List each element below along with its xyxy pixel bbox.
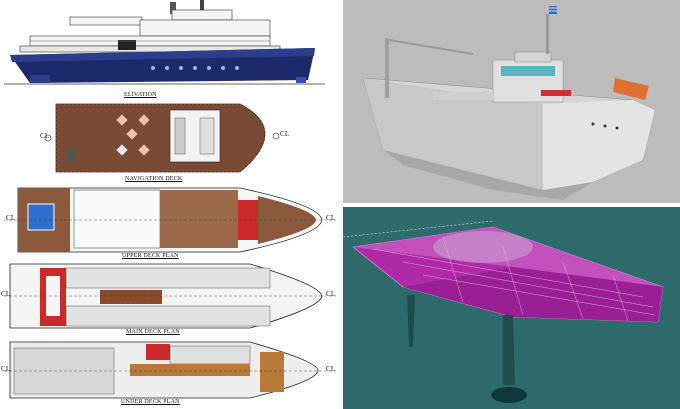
under-deck-label: UNDER DECK PLAN (121, 399, 180, 405)
under-deck-drawing (4, 341, 336, 399)
navigation-deck-drawing (44, 103, 280, 173)
upper-deck-drawing (4, 187, 336, 253)
navigation-deck-label: NAVIGATION DECK (125, 176, 183, 182)
centerline-mark-main-right: CL (326, 290, 336, 298)
ship-render-svg (343, 0, 680, 203)
elevation-label: ELIVATION (124, 92, 157, 98)
centerline-mark-nav-right: CL (280, 130, 290, 138)
hull-cad-panel (343, 207, 680, 409)
centerline-mark-upper-right: CL (326, 214, 336, 222)
ship-render-panel (343, 0, 680, 203)
centerline-mark-main-left: CL (1, 290, 11, 298)
main-deck-drawing (4, 263, 336, 329)
ship-drawings-svg (4, 0, 336, 399)
elevation-drawing (4, 0, 325, 85)
centerline-mark-under-left: CL (1, 365, 11, 373)
hull-cad-svg (343, 207, 680, 409)
centerline-mark-under-right: CL (326, 365, 336, 373)
ship-drawings-panel: ELIVATION NAVIGATION DECK UPPER DECK PLA… (1, 0, 336, 405)
upper-deck-label: UPPER DECK PLAN (122, 253, 179, 259)
main-deck-label: MAIN DECK PLAN (126, 329, 180, 335)
centerline-mark-upper-left: CL (6, 214, 16, 222)
centerline-mark-nav-left: CL (40, 132, 50, 140)
greek-flag-icon (549, 6, 557, 14)
